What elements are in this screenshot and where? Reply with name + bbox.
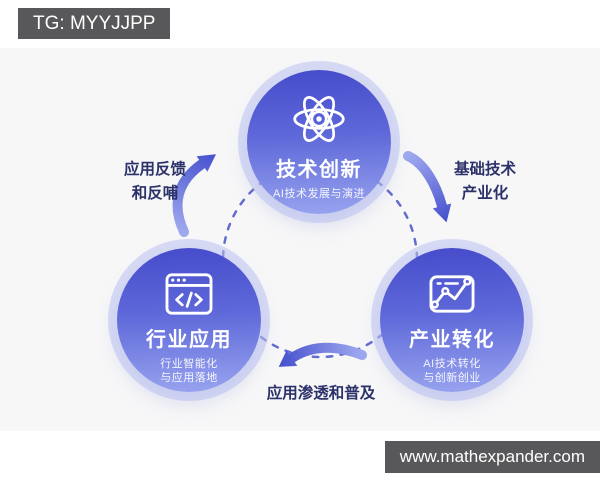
node-title: 行业应用 [146,329,232,351]
line-chart-icon [429,275,475,313]
atom-icon [293,96,345,142]
browser-code-icon [165,273,213,315]
edge-label-feedback: 应用反馈 和反哺 [123,161,186,202]
node-subtitle: AI技术转化 与创新创业 [423,358,481,384]
node-tech-innovation: 技术创新 AI技术发展与演进 [247,70,391,214]
node-industry-transformation: 产业转化 AI技术转化 与创新创业 [380,248,524,392]
node-title: 产业转化 [409,329,495,351]
arrow-left-penetration [278,342,367,367]
website-badge: www.mathexpander.com [384,441,600,473]
edge-label-industrialization: 基础技术 产业化 [453,161,516,202]
edge-label-penetration: 应用渗透和普及 [266,385,376,402]
telegram-badge: TG: MYYJJPP [18,8,171,39]
node-subtitle: 行业智能化 与应用落地 [160,358,218,384]
arrow-down-industrialize [403,151,452,223]
node-industry-application: 行业应用 行业智能化 与应用落地 [117,248,261,392]
arrow-up-feedback [172,154,216,237]
node-subtitle: AI技术发展与演进 [273,188,365,200]
node-title: 技术创新 [276,159,362,181]
